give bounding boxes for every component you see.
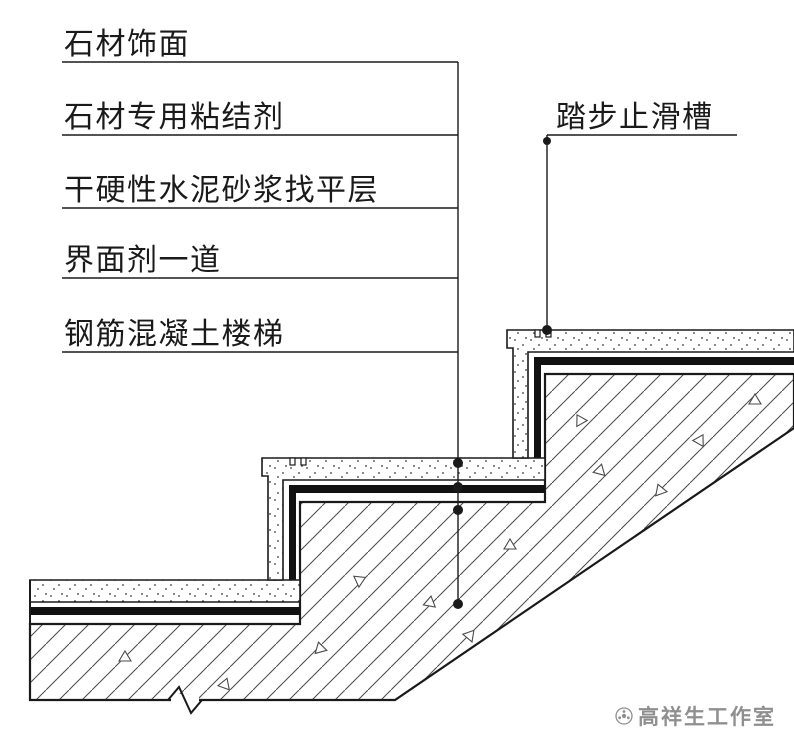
anti-slip-groove-notch: [300, 457, 307, 466]
leader-dot-stone: [453, 458, 463, 468]
label-rc-stair: 钢筋混凝土楼梯: [64, 318, 285, 351]
floor-stone-slab: [29, 579, 301, 603]
leader-dot-groove: [542, 325, 552, 335]
callout-labels: 石材饰面 石材专用粘结剂 干硬性水泥砂浆找平层 界面剂一道 钢筋混凝土楼梯 踏步…: [64, 28, 714, 351]
leader-dot-concrete: [453, 599, 463, 609]
groove-leader-line: [542, 134, 737, 335]
middle-riser-bedding-band: [289, 493, 296, 580]
top-riser-bedding-band: [534, 365, 541, 458]
concrete-stair-body: [28, 372, 794, 702]
studio-watermark: 高祥生工作室: [615, 705, 776, 729]
label-stone-adhesive: 石材专用粘结剂: [64, 101, 285, 134]
break-symbol: [167, 685, 203, 715]
middle-tread-bedding-band: [289, 485, 545, 493]
leader-dot-adhesive: [453, 482, 463, 492]
anti-slip-groove-notch: [289, 457, 296, 466]
leader-dot-leveling: [453, 505, 463, 515]
concrete-aggregate-triangles: [118, 392, 762, 691]
label-anti-slip-groove: 踏步止滑槽: [556, 101, 714, 134]
stone-veneer-layers: [29, 329, 794, 603]
label-stone-finish: 石材饰面: [64, 28, 190, 61]
middle-tread-stone: [261, 457, 546, 581]
top-tread-stone: [506, 329, 794, 459]
seal-flower-icon: [615, 707, 633, 725]
label-leveling-layer: 干硬性水泥砂浆找平层: [64, 174, 379, 207]
layer-leader-lines: [62, 61, 463, 609]
anti-slip-groove-notch: [534, 329, 541, 338]
anti-slip-grooves: [289, 329, 552, 466]
label-interface-agent: 界面剂一道: [64, 244, 222, 277]
studio-name: 高祥生工作室: [638, 705, 776, 729]
top-tread-bedding-band: [534, 357, 794, 365]
floor-bedding-band: [30, 607, 300, 615]
bedding-mortar-bands: [30, 357, 794, 615]
